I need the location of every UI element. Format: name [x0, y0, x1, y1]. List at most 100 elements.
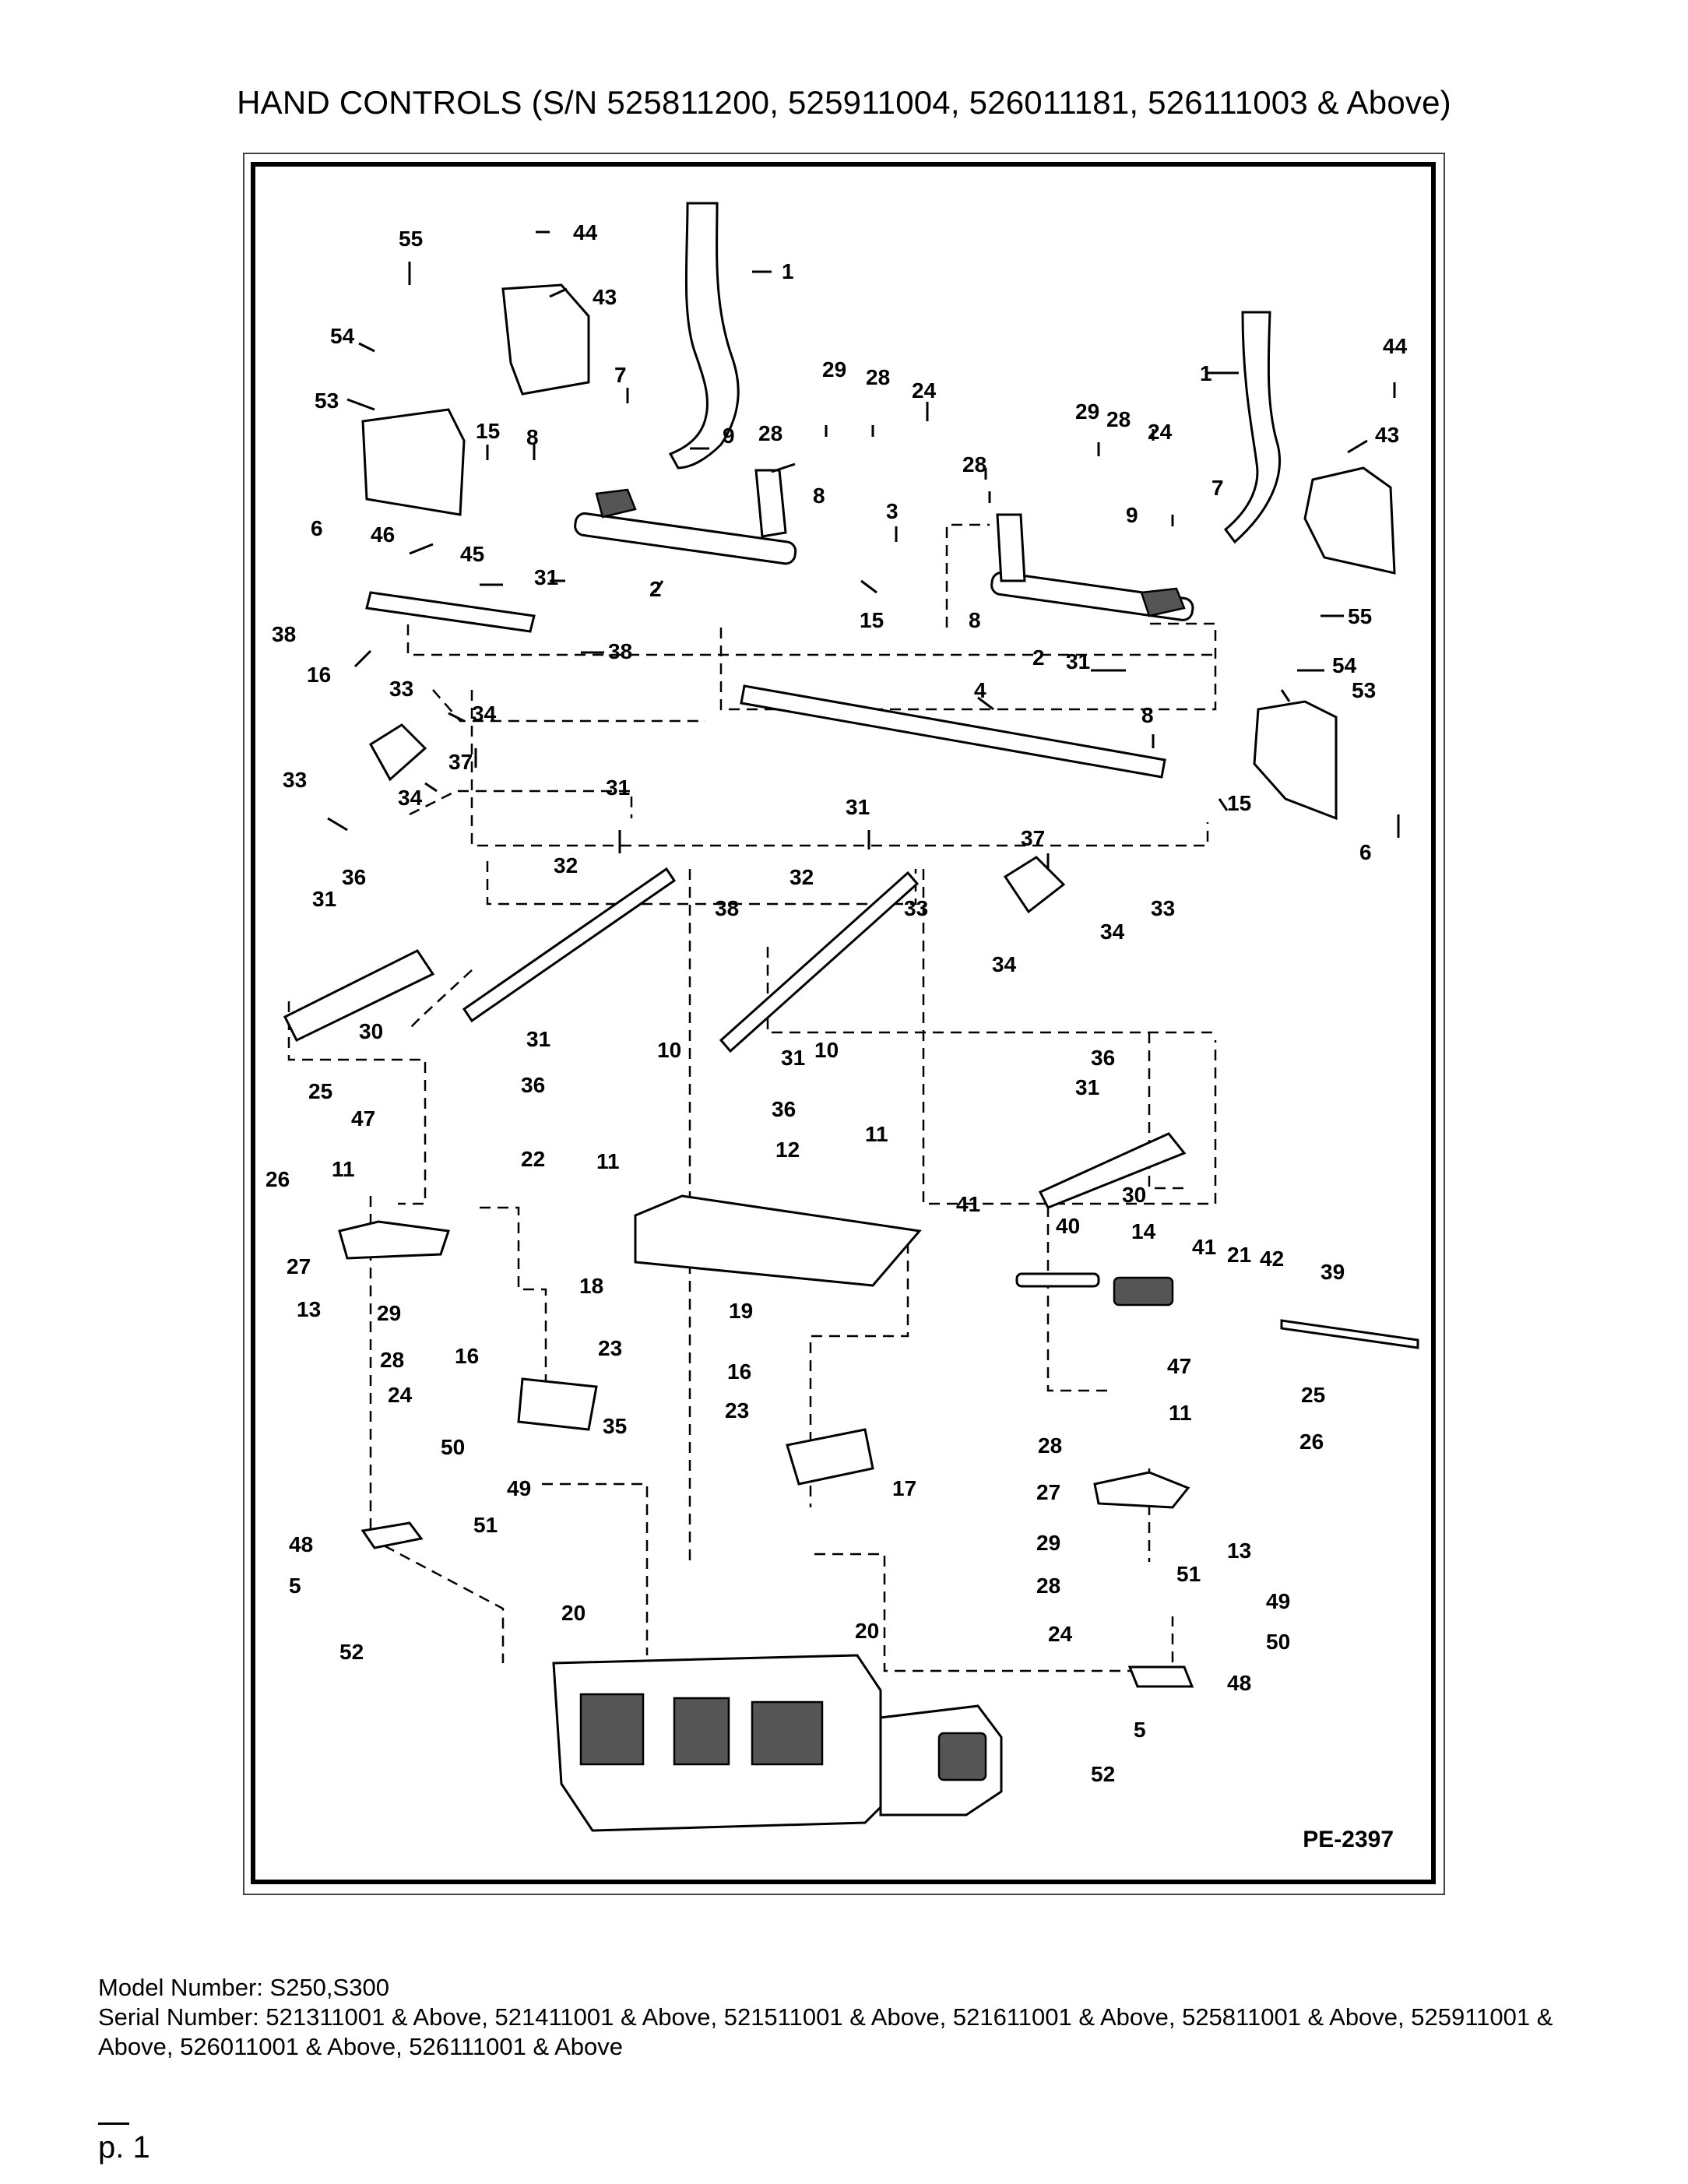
callout: 33: [283, 768, 307, 792]
callout: 10: [814, 1038, 839, 1062]
callout: 36: [342, 865, 366, 889]
callout: 20: [855, 1619, 879, 1643]
callout: 47: [351, 1106, 375, 1131]
callout: 46: [371, 522, 395, 547]
callout: 53: [315, 389, 339, 413]
left-lever-plate: [338, 1220, 450, 1260]
callout: 25: [308, 1079, 332, 1103]
callout: 29: [1036, 1531, 1060, 1555]
callout: 11: [332, 1157, 355, 1181]
callout: 1: [782, 259, 794, 283]
callout: 31: [534, 565, 558, 589]
left-mount-bracket: [361, 408, 466, 516]
callout: 9: [723, 424, 735, 448]
callout: 5: [289, 1574, 301, 1598]
callout: 43: [1375, 423, 1399, 447]
callout: 7: [1211, 476, 1224, 500]
callout: 48: [1227, 1671, 1251, 1695]
pin: [1015, 1272, 1100, 1288]
callout: 31: [526, 1027, 550, 1051]
callout: 16: [455, 1344, 479, 1368]
exploded-parts-diagram: 55 44 1 43 54 7 53 15 8 9 28 29 28 24 1 …: [266, 202, 1419, 1832]
callout: 12: [775, 1138, 800, 1162]
callout: 40: [1056, 1214, 1080, 1238]
connecting-rod: [740, 684, 1166, 779]
callout: 42: [1260, 1247, 1284, 1271]
callout: 6: [1359, 840, 1372, 864]
callout: 28: [380, 1348, 404, 1372]
callout: 31: [1066, 649, 1090, 673]
callout: 31: [846, 795, 870, 819]
callout: 3: [886, 499, 899, 523]
callout: 22: [521, 1147, 545, 1171]
callout: 33: [389, 677, 413, 701]
callout: 13: [297, 1297, 321, 1321]
callout: 19: [729, 1299, 753, 1323]
callout: 25: [1301, 1383, 1325, 1407]
callout: 23: [725, 1398, 749, 1423]
callout: 54: [330, 324, 355, 348]
callout: 24: [388, 1383, 413, 1407]
callout: 11: [865, 1122, 888, 1146]
left-shaft-clamp: [595, 488, 637, 519]
left-damper: [368, 723, 427, 782]
callout: 8: [969, 608, 981, 632]
callout: 8: [526, 425, 539, 449]
right-link: [719, 870, 920, 1053]
callout: 51: [1176, 1562, 1201, 1586]
page-title: HAND CONTROLS (S/N 525811200, 525911004,…: [237, 84, 1451, 121]
callout: 41: [956, 1192, 980, 1216]
callout: 2: [1032, 645, 1045, 670]
callout: 34: [992, 952, 1017, 976]
callout: 21: [1227, 1243, 1251, 1267]
callout: 5: [1134, 1718, 1146, 1742]
callout: 52: [339, 1640, 364, 1664]
callout: 16: [727, 1359, 751, 1384]
callout: 53: [1352, 678, 1376, 702]
callout: 31: [606, 775, 630, 800]
right-block: [1127, 1665, 1194, 1688]
callout: 29: [822, 357, 846, 382]
callout: 28: [758, 421, 782, 445]
callout: 50: [1266, 1630, 1290, 1654]
callout: 30: [1122, 1183, 1146, 1207]
callout: 1: [1200, 361, 1212, 385]
callout: 15: [860, 608, 884, 632]
right-handle: [1223, 311, 1282, 544]
callout: 31: [781, 1046, 805, 1070]
mounting-plate: [634, 1194, 922, 1287]
callout: 9: [1126, 503, 1138, 527]
callout-labels: 55 44 1 43 54 7 53 15 8 9 28 29 28 24 1 …: [266, 220, 1408, 1786]
callout: 8: [1141, 703, 1154, 727]
left-arm: [283, 949, 435, 1042]
callout: 43: [593, 285, 617, 309]
callout: 50: [441, 1435, 465, 1459]
right-control-shaft: [990, 571, 1194, 621]
right-shaft-lever: [996, 513, 1026, 582]
callout: 49: [507, 1476, 531, 1500]
callout: 33: [904, 896, 928, 920]
right-lever-plate: [1093, 1471, 1190, 1509]
left-bracket: [517, 1377, 598, 1431]
callout: 23: [598, 1336, 622, 1360]
callout: 8: [813, 484, 825, 508]
callout: 14: [1131, 1219, 1156, 1243]
callout: 29: [377, 1301, 401, 1325]
callout: 24: [912, 378, 937, 403]
callout: 17: [892, 1476, 916, 1500]
callout: 48: [289, 1532, 313, 1556]
callout: 28: [1036, 1574, 1060, 1598]
drawing-number: PE-2397: [1303, 1827, 1394, 1852]
spring: [1113, 1276, 1174, 1307]
callout: 41: [1192, 1235, 1216, 1259]
left-control-shaft: [574, 512, 797, 565]
callout: 47: [1167, 1354, 1191, 1378]
callout: 6: [311, 516, 323, 540]
callout: 26: [1299, 1430, 1324, 1454]
callout: 28: [866, 365, 890, 389]
callout: 52: [1091, 1762, 1115, 1786]
callout: 2: [649, 577, 662, 601]
callout: 38: [715, 896, 739, 920]
left-handle: [668, 202, 740, 470]
callout: 24: [1148, 420, 1173, 444]
